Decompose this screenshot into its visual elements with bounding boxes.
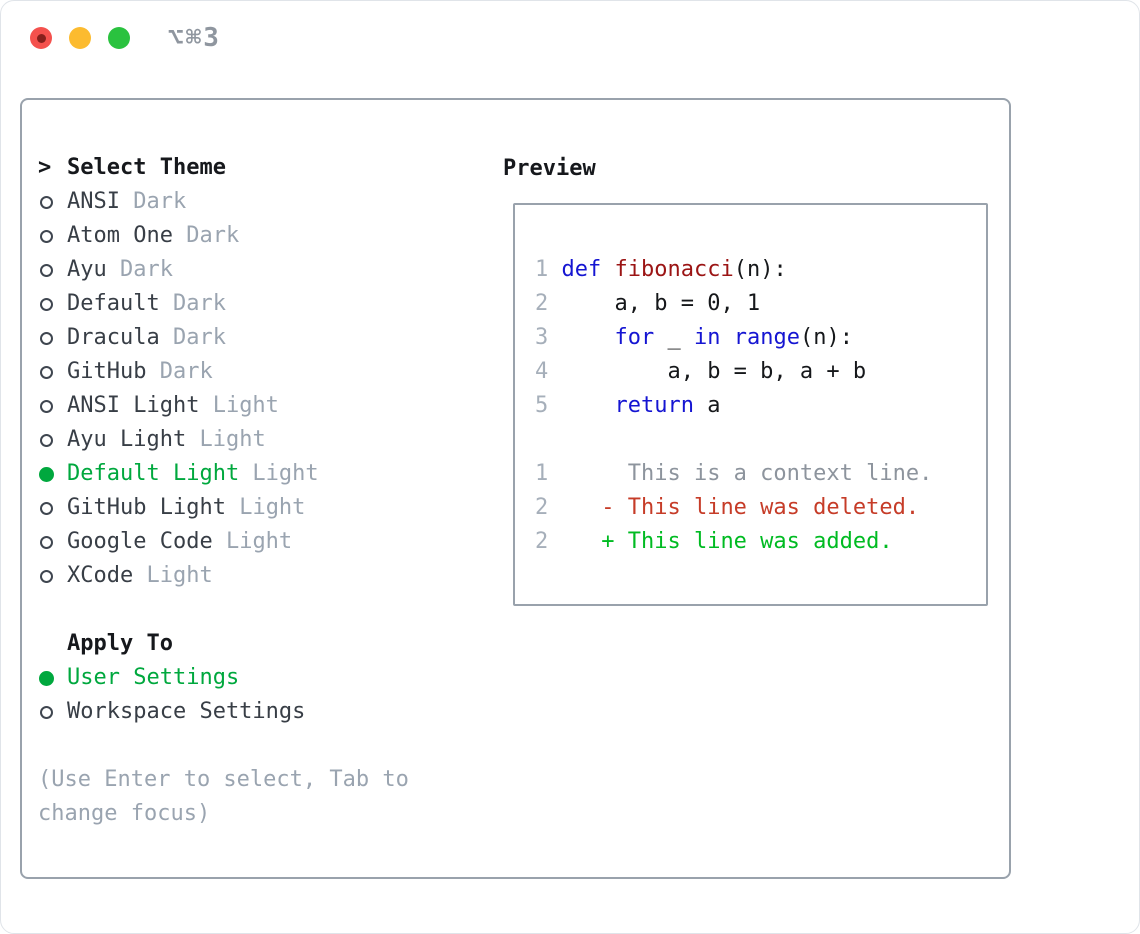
- line-number: 2: [535, 291, 562, 316]
- focus-caret-icon: >: [38, 155, 52, 180]
- radio-unselected-icon: [38, 195, 67, 209]
- option-variant-label: Light: [239, 461, 319, 486]
- line-number: 2: [535, 495, 602, 520]
- option-variant-label: Light: [133, 563, 213, 588]
- option-variant-label: Dark: [119, 189, 187, 214]
- radio-unselected-icon: [38, 433, 67, 447]
- option-label: Dracula: [67, 325, 160, 350]
- diff-line-context: This is a context line.: [601, 461, 933, 486]
- option-label: User Settings: [67, 665, 240, 690]
- line-number: 3: [535, 325, 562, 350]
- option-variant-label: Dark: [159, 325, 226, 350]
- theme-option[interactable]: ANSI Light Light: [38, 389, 409, 423]
- apply-to-header: Apply To: [38, 627, 409, 661]
- radio-selected-icon: [38, 670, 67, 686]
- theme-option[interactable]: GitHub Light Light: [38, 491, 409, 525]
- option-label: GitHub: [67, 359, 147, 384]
- help-text-line: (Use Enter to select, Tab to: [38, 767, 409, 792]
- preview-code: 1 def fibonacci(n): 2 a, b = 0, 1 3 for …: [535, 257, 933, 554]
- option-label: Atom One: [67, 223, 173, 248]
- line-number: 1: [535, 461, 602, 486]
- option-label: Default: [67, 291, 160, 316]
- theme-option[interactable]: Google Code Light: [38, 525, 409, 559]
- radio-unselected-icon: [38, 705, 67, 719]
- option-label: Default Light: [67, 461, 240, 486]
- window-shortcut-label: ⌥⌘3: [168, 23, 221, 53]
- option-label: Ayu: [67, 257, 107, 282]
- theme-option[interactable]: XCode Light: [38, 559, 409, 593]
- record-dot-icon: [36, 33, 46, 43]
- option-label: ANSI: [67, 189, 120, 214]
- theme-option[interactable]: Ayu Light Light: [38, 423, 409, 457]
- theme-option[interactable]: Default Light Light: [38, 457, 409, 491]
- theme-option[interactable]: Dracula Dark: [38, 321, 409, 355]
- radio-selected-icon: [38, 466, 67, 482]
- option-variant-label: Light: [225, 495, 306, 520]
- theme-option[interactable]: ANSI Dark: [38, 185, 409, 219]
- apply-to-header-label: Apply To: [67, 631, 173, 656]
- titlebar: ⌥⌘3: [1, 1, 1139, 75]
- line-number: 5: [535, 393, 562, 418]
- select-theme-header-label: Select Theme: [67, 155, 226, 180]
- line-number: 4: [535, 359, 562, 384]
- preview-box: 1 def fibonacci(n): 2 a, b = 0, 1 3 for …: [513, 203, 988, 606]
- minimize-button[interactable]: [69, 27, 91, 49]
- option-variant-label: Dark: [159, 291, 226, 316]
- apply-option[interactable]: User Settings: [38, 661, 409, 695]
- radio-unselected-icon: [38, 501, 67, 515]
- diff-line-added: + This line was added.: [601, 529, 893, 554]
- option-label: GitHub Light: [67, 495, 226, 520]
- help-text-line: change focus): [38, 801, 211, 826]
- option-label: Ayu Light: [67, 427, 187, 452]
- zoom-button[interactable]: [108, 27, 130, 49]
- line-number: 1: [535, 257, 562, 282]
- diff-line-deleted: - This line was deleted.: [601, 495, 920, 520]
- radio-unselected-icon: [38, 365, 67, 379]
- radio-unselected-icon: [38, 399, 67, 413]
- traffic-lights: [30, 27, 130, 49]
- line-number: 2: [535, 529, 602, 554]
- close-button[interactable]: [30, 27, 52, 49]
- option-label: XCode: [67, 563, 134, 588]
- theme-option[interactable]: Default Dark: [38, 287, 409, 321]
- theme-option[interactable]: Atom One Dark: [38, 219, 409, 253]
- option-variant-label: Dark: [146, 359, 213, 384]
- radio-unselected-icon: [38, 263, 67, 277]
- option-variant-label: Dark: [172, 223, 240, 248]
- preview-title: Preview: [503, 155, 596, 181]
- option-variant-label: Dark: [106, 257, 173, 282]
- option-label: Workspace Settings: [67, 699, 306, 724]
- select-theme-header: > Select Theme: [38, 151, 409, 185]
- radio-unselected-icon: [38, 569, 67, 583]
- radio-unselected-icon: [38, 229, 67, 243]
- radio-unselected-icon: [38, 331, 67, 345]
- option-variant-label: Light: [212, 529, 293, 554]
- option-label: ANSI Light: [67, 393, 200, 418]
- apply-option[interactable]: Workspace Settings: [38, 695, 409, 729]
- option-label: Google Code: [67, 529, 213, 554]
- option-variant-label: Light: [199, 393, 279, 418]
- option-variant-label: Light: [186, 427, 266, 452]
- radio-unselected-icon: [38, 535, 67, 549]
- radio-unselected-icon: [38, 297, 67, 311]
- theme-option[interactable]: GitHub Dark: [38, 355, 409, 389]
- theme-option[interactable]: Ayu Dark: [38, 253, 409, 287]
